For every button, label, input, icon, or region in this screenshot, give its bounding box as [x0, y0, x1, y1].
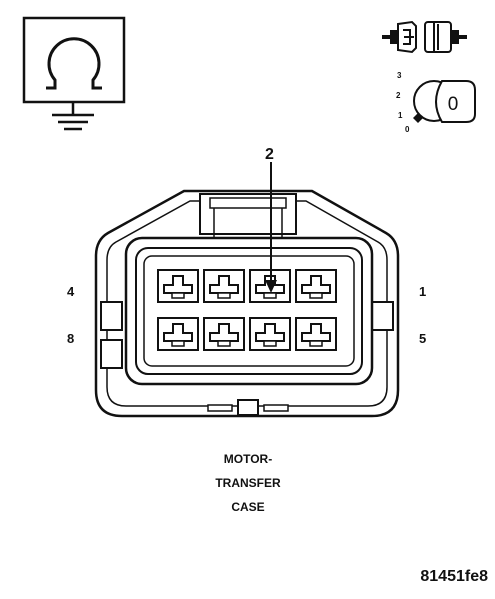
ignition-position-marker — [413, 113, 423, 123]
ignition-off-icon: 0 3 2 1 0 — [396, 71, 476, 134]
pin-label-1: 1 — [419, 284, 426, 299]
caption-line-2: TRANSFER — [215, 476, 281, 490]
bottom-slot-left — [207, 404, 233, 412]
disconnect-connector-icon — [382, 20, 467, 54]
side-key-left-top — [100, 301, 123, 331]
caption-line-1: MOTOR- — [224, 452, 272, 466]
terminal-cavity-6 — [249, 317, 291, 351]
terminal-cavity-1 — [295, 269, 337, 303]
ignition-position-0: 0 — [405, 125, 410, 134]
side-key-left-bottom — [100, 339, 123, 369]
callout-leader-arrow — [265, 162, 277, 293]
connector-body — [94, 189, 400, 418]
ohmmeter-ground-icon — [22, 16, 126, 131]
pin-label-4: 4 — [67, 284, 75, 299]
ignition-position-2: 2 — [396, 91, 401, 100]
figure-id: 81451fe8 — [420, 568, 488, 585]
caption-line-3: CASE — [231, 500, 264, 514]
bottom-slot-right — [263, 404, 289, 412]
terminal-cavities — [157, 269, 337, 351]
terminal-cavity-4 — [157, 269, 199, 303]
connector-latch — [199, 193, 297, 240]
bottom-slot-center — [237, 399, 259, 416]
ignition-position-1: 1 — [398, 111, 403, 120]
callout-number: 2 — [265, 146, 274, 163]
terminal-cavity-8 — [157, 317, 199, 351]
ignition-position-3: 3 — [397, 71, 402, 80]
ignition-key-value: 0 — [448, 94, 459, 115]
pin-label-5: 5 — [419, 331, 426, 346]
terminal-cavity-5 — [295, 317, 337, 351]
connector-caption: MOTOR- TRANSFER CASE — [215, 452, 281, 514]
terminal-cavity-3 — [203, 269, 245, 303]
terminal-cavity-7 — [203, 317, 245, 351]
pin-label-8: 8 — [67, 331, 74, 346]
side-key-right — [371, 301, 394, 331]
